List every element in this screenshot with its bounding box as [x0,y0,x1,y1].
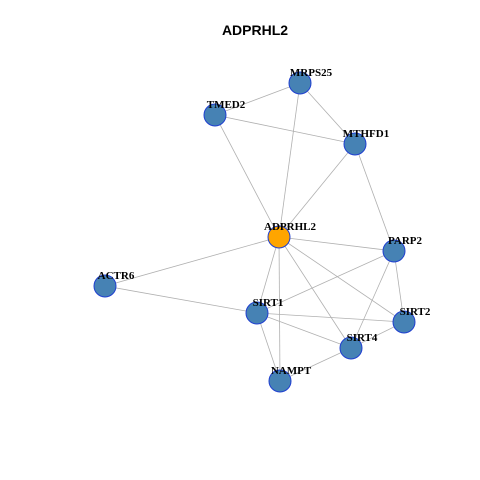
node-label-mthfd1: MTHFD1 [343,128,389,140]
node-nampt: NAMPT [268,365,312,393]
edge-parp2-sirt4 [350,250,395,349]
node-circle-nampt [268,369,292,393]
node-circle-actr6 [93,274,117,298]
edge-actr6-sirt1 [104,285,258,314]
node-actr6: ACTR6 [93,270,135,298]
node-circle-sirt2 [392,310,416,334]
node-label-parp2: PARP2 [388,235,423,247]
node-label-sirt4: SIRT4 [347,332,378,344]
node-label-sirt2: SIRT2 [400,306,431,318]
node-label-nampt: NAMPT [271,365,312,377]
node-mthfd1: MTHFD1 [343,128,389,156]
edge-mthfd1-adprhl2 [278,143,356,238]
edge-layer [104,82,405,382]
node-circle-mthfd1 [343,132,367,156]
edge-adprhl2-sirt4 [278,236,352,349]
node-label-adprhl2: ADPRHL2 [264,221,316,233]
node-circle-sirt1 [245,301,269,325]
node-sirt1: SIRT1 [245,297,284,325]
edge-parp2-sirt2 [393,250,405,323]
node-mrps25: MRPS25 [288,67,333,95]
edge-sirt1-nampt [256,312,281,382]
node-label-sirt1: SIRT1 [253,297,284,309]
node-sirt4: SIRT4 [339,332,378,360]
node-sirt2: SIRT2 [392,306,431,334]
edge-adprhl2-sirt1 [256,236,280,314]
edge-sirt4-nampt [279,347,352,382]
node-label-mrps25: MRPS25 [290,67,333,79]
edge-tmed2-mthfd1 [214,114,356,145]
edge-mrps25-adprhl2 [278,82,301,238]
diagram-title: ADPRHL2 [222,22,288,38]
edge-sirt1-sirt2 [256,312,405,323]
node-circle-sirt4 [339,336,363,360]
edge-adprhl2-actr6 [104,236,280,287]
node-adprhl2: ADPRHL2 [264,221,316,249]
node-parp2: PARP2 [382,235,423,263]
edge-parp2-sirt1 [256,250,395,314]
edge-adprhl2-parp2 [278,236,395,252]
node-circle-adprhl2 [267,225,291,249]
edge-tmed2-adprhl2 [214,114,280,238]
edge-mrps25-mthfd1 [299,82,356,145]
node-circle-parp2 [382,239,406,263]
edge-adprhl2-nampt [278,236,281,382]
node-circle-mrps25 [288,71,312,95]
edge-mthfd1-parp2 [354,143,395,252]
node-circle-tmed2 [203,103,227,127]
edge-sirt1-sirt4 [256,312,352,349]
edge-adprhl2-sirt2 [278,236,405,323]
edge-mrps25-tmed2 [214,82,301,116]
node-tmed2: TMED2 [203,99,246,127]
node-label-tmed2: TMED2 [207,99,246,111]
node-layer: ADPRHL2 MRPS25TMED2MTHFD1PARP2ACTR6SIRT1S… [93,67,431,393]
node-label-actr6: ACTR6 [98,270,135,282]
